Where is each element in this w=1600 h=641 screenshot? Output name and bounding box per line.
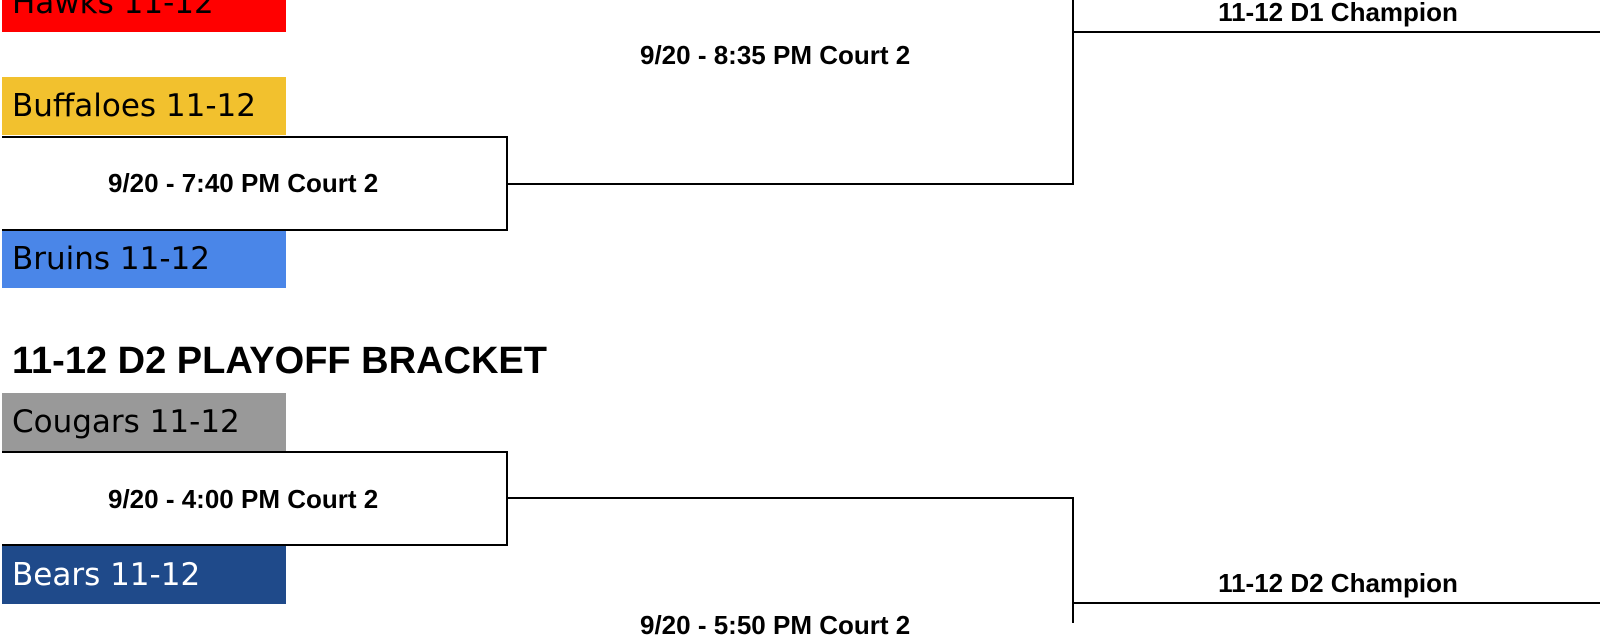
team-hawks: Hawks 11-12 xyxy=(2,0,286,32)
team-name: Buffaloes 11-12 xyxy=(12,88,257,124)
champion-label-d2: 11-12 D2 Champion xyxy=(1218,568,1458,598)
team-name: Bears 11-12 xyxy=(12,557,201,593)
team-name: Bruins 11-12 xyxy=(12,241,211,277)
bracket-line xyxy=(1072,0,1074,185)
game-time-d2-semifinal: 9/20 - 4:00 PM Court 2 xyxy=(108,484,379,514)
bracket-line xyxy=(2,229,508,231)
team-name: Cougars 11-12 xyxy=(12,404,240,440)
bracket-line xyxy=(2,136,508,138)
team-cougars: Cougars 11-12 xyxy=(2,393,286,451)
game-time-d1-final: 9/20 - 8:35 PM Court 2 xyxy=(640,40,911,70)
bracket-line xyxy=(2,451,508,453)
champion-label-d1: 11-12 D1 Champion xyxy=(1218,0,1458,27)
bracket-title-d2: 11-12 D2 PLAYOFF BRACKET xyxy=(12,340,547,382)
game-time-d2-final: 9/20 - 5:50 PM Court 2 xyxy=(640,610,911,640)
team-name: Hawks 11-12 xyxy=(12,0,214,21)
champion-line xyxy=(1072,31,1600,33)
champion-line xyxy=(1072,602,1600,604)
bracket-line xyxy=(506,497,1074,499)
team-buffaloes: Buffaloes 11-12 xyxy=(2,77,286,135)
bracket-line xyxy=(1072,497,1074,623)
game-time-d1-semifinal: 9/20 - 7:40 PM Court 2 xyxy=(108,168,379,198)
bracket-line xyxy=(2,544,508,546)
team-bears: Bears 11-12 xyxy=(2,546,286,604)
team-bruins: Bruins 11-12 xyxy=(2,230,286,288)
bracket-line xyxy=(506,183,1074,185)
